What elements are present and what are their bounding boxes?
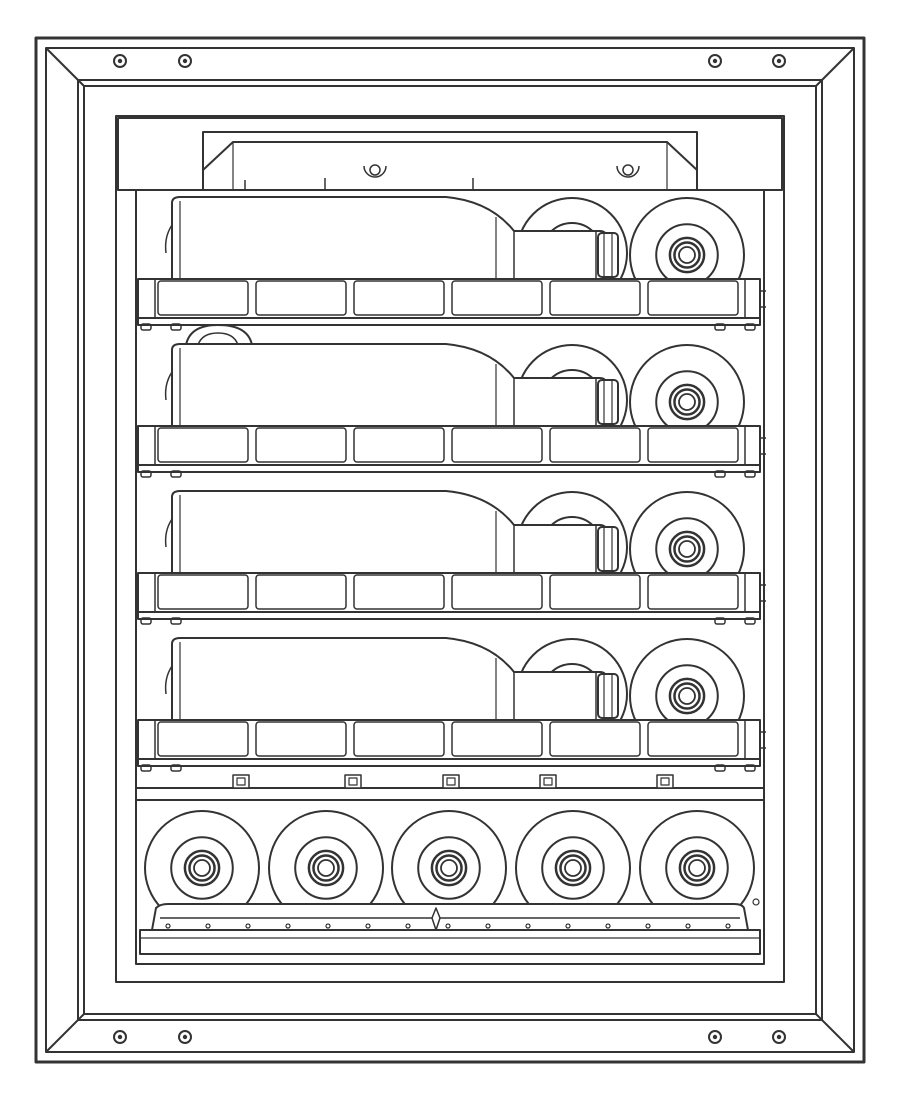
tray-rivet	[645, 923, 651, 929]
rail-clip	[656, 774, 674, 789]
tray-rivet	[565, 923, 571, 929]
shelf-foot	[714, 470, 726, 478]
rack-shelf	[137, 490, 766, 625]
shelf-compartment	[157, 721, 249, 757]
bottle-side-view	[164, 343, 619, 427]
tray-rivet	[725, 923, 731, 929]
shelf-foot	[744, 764, 756, 772]
rail-clip	[344, 774, 362, 789]
screw	[708, 1030, 722, 1044]
shelf-compartment	[353, 721, 445, 757]
rack-shelf	[137, 196, 766, 346]
rail-clip	[442, 774, 460, 789]
bottle-side-view	[164, 637, 619, 721]
tray-rivet	[245, 923, 251, 929]
shelf-compartment	[255, 574, 347, 610]
shelf-front	[137, 572, 766, 625]
tray-rivet	[485, 923, 491, 929]
lower-divider	[136, 774, 764, 801]
tray-rivets	[165, 923, 731, 929]
shelf-foot	[140, 470, 152, 478]
outer-frame	[34, 36, 866, 1064]
shelf-compartment	[157, 280, 249, 316]
bottom-tray	[139, 898, 761, 955]
shelf-front	[137, 719, 766, 772]
shelf-foot	[744, 617, 756, 625]
bottle-end-view	[639, 810, 755, 926]
rail-clip	[232, 774, 250, 789]
shelf-compartment	[353, 574, 445, 610]
screw	[113, 1030, 127, 1044]
screw	[772, 1030, 786, 1044]
shelf-compartment	[255, 280, 347, 316]
tray-rivet	[405, 923, 411, 929]
bottle-side-view	[164, 196, 619, 280]
tray-rivet	[525, 923, 531, 929]
shelf-foot	[140, 323, 152, 331]
bottle-side-view	[164, 490, 619, 574]
shelf-foot	[140, 617, 152, 625]
shelf-compartment	[647, 427, 739, 463]
shelf-foot	[170, 323, 182, 331]
tray-rivet	[605, 923, 611, 929]
tray-rivet	[365, 923, 371, 929]
shelf-foot	[714, 764, 726, 772]
shelf-foot	[170, 764, 182, 772]
screw	[772, 54, 786, 68]
rail-clip	[539, 774, 557, 789]
rack-shelf	[137, 343, 766, 478]
tray-rivet	[685, 923, 691, 929]
shelf-front	[137, 425, 766, 478]
shelf-compartment	[647, 280, 739, 316]
shelf-foot	[744, 323, 756, 331]
shelf-compartment	[451, 280, 543, 316]
screw	[178, 54, 192, 68]
bottom-display-bottles	[144, 810, 755, 926]
tray-rivet	[325, 923, 331, 929]
shelf-foot	[140, 764, 152, 772]
shelf-compartment	[647, 721, 739, 757]
shelf-foot	[744, 470, 756, 478]
screw	[113, 54, 127, 68]
wine-racks	[137, 196, 766, 772]
rack-shelf	[137, 637, 766, 772]
rail-clips	[232, 774, 674, 789]
frame-screws	[113, 54, 786, 1044]
shelf-compartment	[255, 427, 347, 463]
shelf-foot	[170, 470, 182, 478]
shelf-compartment	[549, 427, 641, 463]
shelf-compartment	[451, 721, 543, 757]
shelf-compartment	[255, 721, 347, 757]
bottle-peek	[185, 324, 253, 346]
shelf-compartment	[353, 280, 445, 316]
tray-rivet	[165, 923, 171, 929]
tray-rivet	[205, 923, 211, 929]
bottle-end-view	[391, 810, 507, 926]
shelf-compartment	[451, 427, 543, 463]
screw	[178, 1030, 192, 1044]
shelf-compartment	[549, 280, 641, 316]
tray-rivet	[285, 923, 291, 929]
screw	[708, 54, 722, 68]
shelf-compartment	[451, 574, 543, 610]
shelf-foot	[714, 323, 726, 331]
shelf-compartment	[647, 574, 739, 610]
shelf-foot	[170, 617, 182, 625]
tray-rivet	[445, 923, 451, 929]
shelf-compartment	[157, 427, 249, 463]
door-handle	[117, 117, 783, 191]
shelf-front	[137, 278, 766, 331]
shelf-foot	[714, 617, 726, 625]
shelf-compartment	[549, 721, 641, 757]
shelf-compartment	[157, 574, 249, 610]
bottle-end-view	[515, 810, 631, 926]
shelf-compartment	[353, 427, 445, 463]
shelf-compartment	[549, 574, 641, 610]
